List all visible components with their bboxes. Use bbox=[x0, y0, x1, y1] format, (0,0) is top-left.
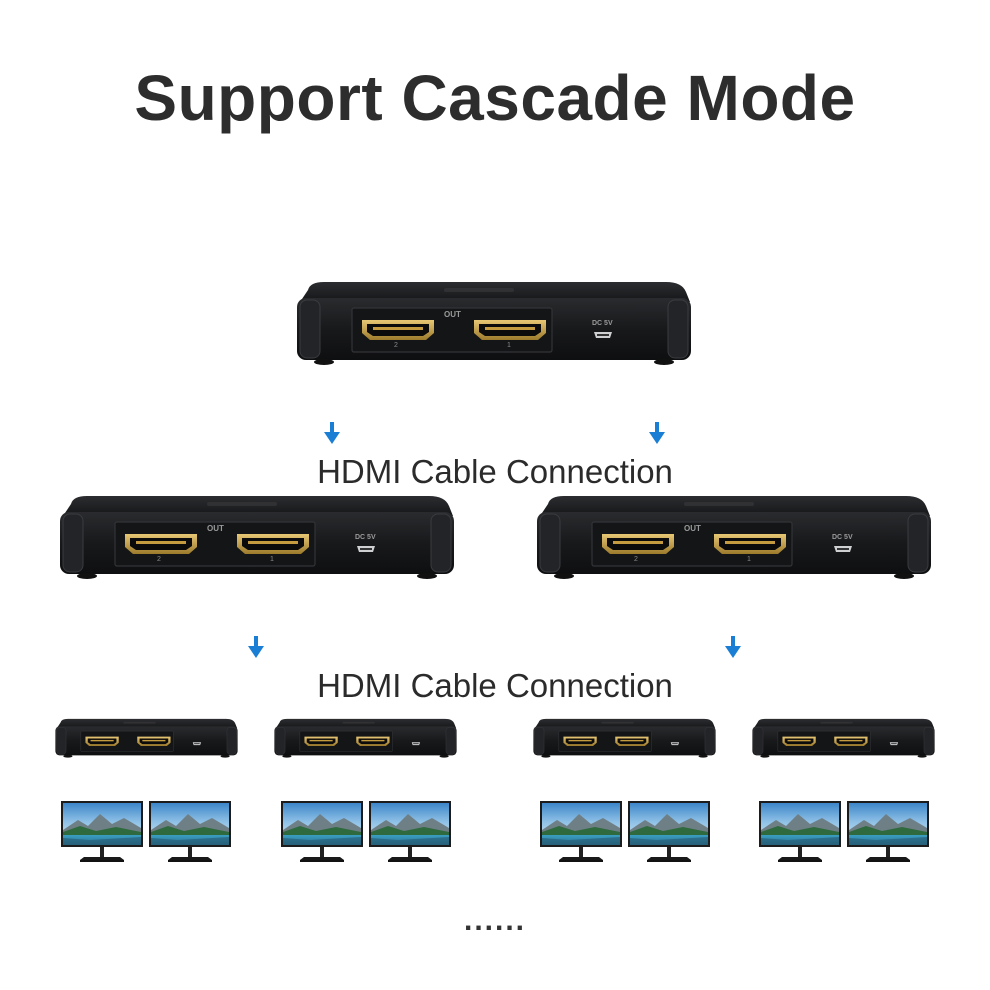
monitor-icon bbox=[60, 800, 144, 864]
monitor-icon bbox=[846, 800, 930, 864]
arrow-down-icon bbox=[724, 636, 742, 660]
out-label: OUT bbox=[207, 524, 224, 533]
out-label: OUT bbox=[684, 524, 701, 533]
monitor-icon bbox=[148, 800, 232, 864]
monitor-pair bbox=[758, 800, 930, 864]
hdmi-splitter-tier1: OUT 2 1 DC 5V bbox=[294, 280, 694, 370]
arrow-down-icon bbox=[323, 422, 341, 446]
port1-label: 1 bbox=[747, 556, 751, 563]
port2-label: 2 bbox=[394, 342, 398, 349]
monitor-icon bbox=[627, 800, 711, 864]
hdmi-splitter-tier3 bbox=[54, 718, 239, 760]
port2-label: 2 bbox=[157, 556, 161, 563]
power-label: DC 5V bbox=[592, 320, 613, 327]
port2-label: 2 bbox=[634, 556, 638, 563]
monitor-icon bbox=[758, 800, 842, 864]
monitor-icon bbox=[539, 800, 623, 864]
continuation-dots: ...... bbox=[463, 904, 526, 937]
monitor-pair bbox=[60, 800, 232, 864]
port1-label: 1 bbox=[507, 342, 511, 349]
arrow-down-icon bbox=[648, 422, 666, 446]
monitor-icon bbox=[368, 800, 452, 864]
hdmi-splitter-tier3 bbox=[273, 718, 458, 760]
hdmi-splitter-tier2-left: OUT 2 1 DC 5V bbox=[57, 494, 457, 584]
out-label: OUT bbox=[444, 310, 461, 319]
hdmi-splitter-tier3 bbox=[751, 718, 936, 760]
monitor-pair bbox=[539, 800, 711, 864]
hdmi-splitter-tier3 bbox=[532, 718, 717, 760]
port1-label: 1 bbox=[270, 556, 274, 563]
power-label: DC 5V bbox=[832, 534, 853, 541]
connection-label: HDMI Cable Connection bbox=[317, 667, 673, 704]
page-title: Support Cascade Mode bbox=[134, 62, 856, 134]
power-label: DC 5V bbox=[355, 534, 376, 541]
connection-label: HDMI Cable Connection bbox=[317, 453, 673, 490]
arrow-down-icon bbox=[247, 636, 265, 660]
hdmi-splitter-tier2-right: OUT 2 1 DC 5V bbox=[534, 494, 934, 584]
monitor-icon bbox=[280, 800, 364, 864]
monitor-pair bbox=[280, 800, 452, 864]
